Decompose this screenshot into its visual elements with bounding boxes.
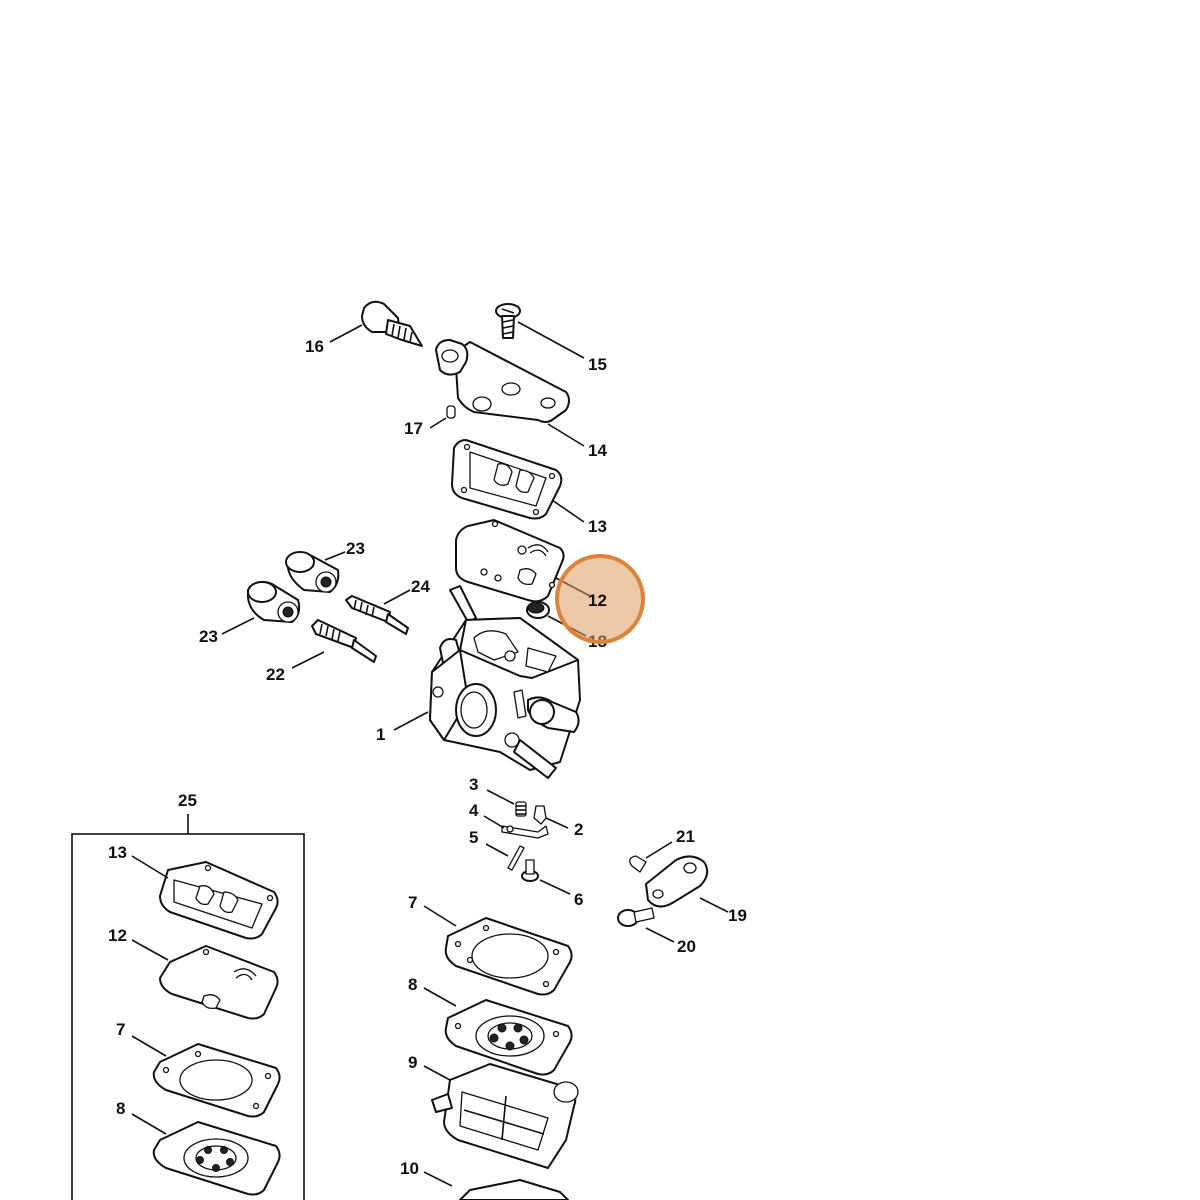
callout-19[interactable]: 19	[728, 906, 747, 925]
callout-2[interactable]: 2	[574, 820, 583, 839]
callout-17[interactable]: 17	[404, 419, 423, 438]
part-13-gasket[interactable]	[451, 439, 563, 520]
callout-14[interactable]: 14	[588, 441, 607, 460]
part-6-screw[interactable]	[521, 859, 539, 882]
callout-23-lower[interactable]: 23	[199, 627, 218, 646]
callout-5[interactable]: 5	[469, 828, 478, 847]
part-3-spring[interactable]	[515, 801, 527, 817]
callout-4[interactable]: 4	[469, 801, 479, 820]
callout-20[interactable]: 20	[677, 937, 696, 956]
callout-9[interactable]: 9	[408, 1053, 417, 1072]
part-24-high-speed-screw[interactable]	[345, 595, 409, 635]
part-14-pump-cover[interactable]	[435, 339, 570, 423]
part-18-filter[interactable]	[526, 601, 550, 619]
callout-3[interactable]: 3	[469, 775, 478, 794]
part-21-clip[interactable]	[629, 855, 647, 873]
part-2-inlet-needle[interactable]	[533, 805, 547, 825]
kit-callout-7[interactable]: 7	[116, 1020, 125, 1039]
part-19-throttle-lever[interactable]	[645, 855, 709, 908]
callout-7[interactable]: 7	[408, 893, 417, 912]
kit-part-13-gasket[interactable]	[159, 861, 279, 940]
kit-callout-13[interactable]: 13	[108, 843, 127, 862]
callout-21[interactable]: 21	[676, 827, 695, 846]
part-23-limiter-cap-lower[interactable]	[247, 581, 301, 623]
callout-16[interactable]: 16	[305, 337, 324, 356]
callout-24[interactable]: 24	[411, 577, 430, 596]
callout-6[interactable]: 6	[574, 890, 583, 909]
part-8-metering-diaphragm[interactable]	[444, 999, 573, 1076]
kit-part-8-diaphragm[interactable]	[152, 1121, 281, 1196]
callout-15[interactable]: 15	[588, 355, 607, 374]
part-10-cover[interactable]	[459, 1179, 569, 1200]
part-20-screw[interactable]	[617, 907, 655, 927]
callout-23-top[interactable]: 23	[346, 539, 365, 558]
kit-part-7-gasket[interactable]	[152, 1043, 281, 1118]
part-1-carburetor-body[interactable]	[429, 585, 581, 779]
callout-1[interactable]: 1	[376, 725, 385, 744]
kit-callout-12[interactable]: 12	[108, 926, 127, 945]
highlight-marker	[555, 554, 645, 644]
callout-10[interactable]: 10	[400, 1159, 419, 1178]
part-17-pin[interactable]	[446, 405, 456, 419]
kit-callout-8[interactable]: 8	[116, 1099, 125, 1118]
callout-8[interactable]: 8	[408, 975, 417, 994]
kit-25-label[interactable]: 25	[178, 791, 197, 810]
callout-12[interactable]: 12	[588, 591, 607, 610]
callout-13[interactable]: 13	[588, 517, 607, 536]
part-5-pin[interactable]	[507, 845, 525, 871]
part-4-inlet-lever[interactable]	[501, 825, 549, 839]
part-16-idle-screw[interactable]	[361, 300, 423, 347]
callout-22[interactable]: 22	[266, 665, 285, 684]
part-22-low-speed-screw[interactable]	[311, 619, 377, 663]
part-15-screw[interactable]	[495, 303, 521, 339]
kit-part-12-diaphragm[interactable]	[159, 945, 279, 1020]
part-12-pump-diaphragm[interactable]	[455, 519, 565, 603]
part-23-limiter-cap-top[interactable]	[285, 551, 340, 593]
part-9-metering-cover[interactable]	[431, 1063, 579, 1169]
part-7-gasket[interactable]	[444, 917, 573, 996]
kit-25-box	[71, 833, 305, 1200]
